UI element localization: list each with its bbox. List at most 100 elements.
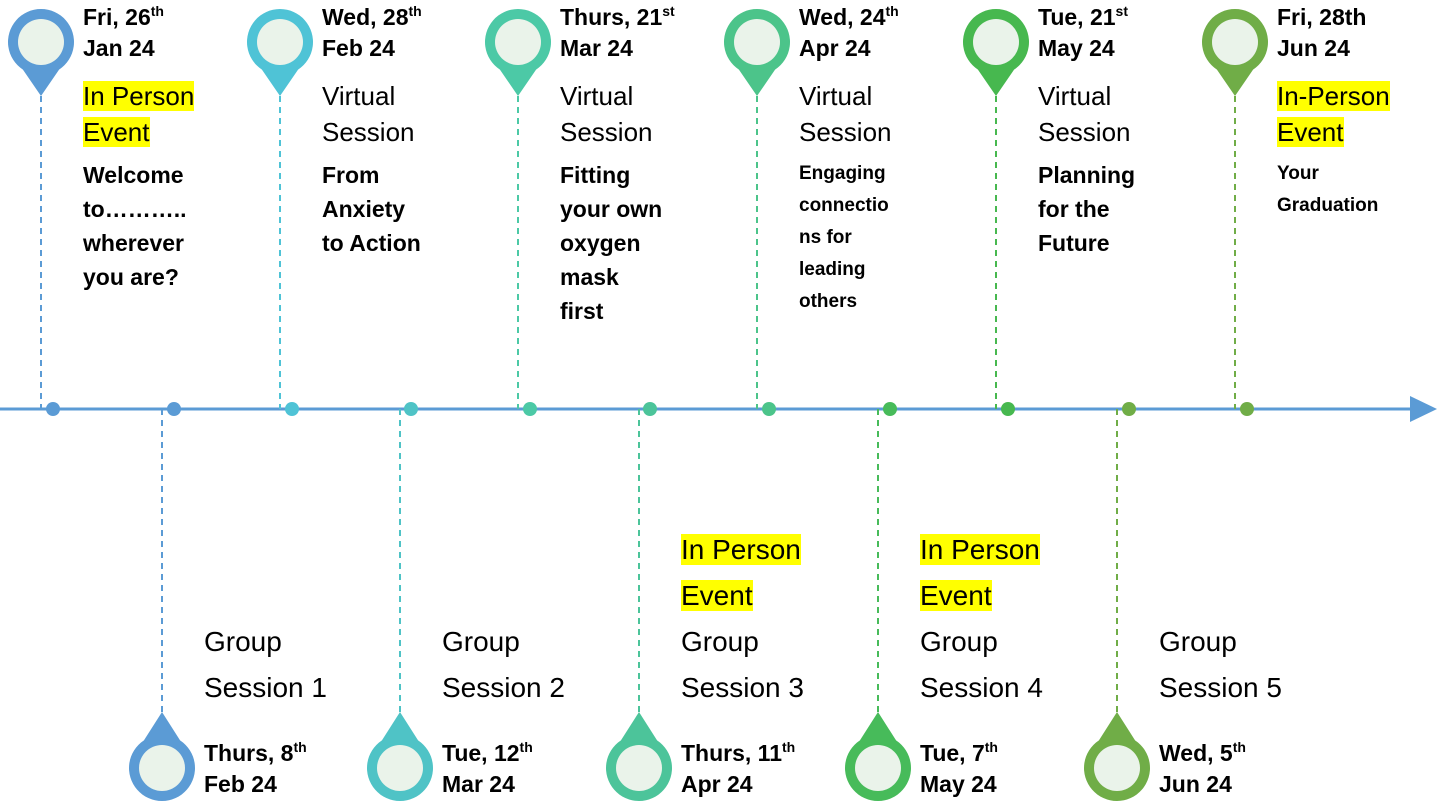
event-type-line: In-Person	[1277, 81, 1390, 111]
event-topic-line: oxygen	[560, 230, 641, 256]
group-session-line: Session 3	[681, 672, 804, 703]
timeline-dot	[883, 402, 897, 416]
event-type-line: Event	[681, 580, 753, 611]
location-pin-inner-icon	[855, 745, 901, 791]
event-topic-line: connectio	[799, 195, 889, 216]
event-date-suffix: st	[1115, 3, 1128, 19]
location-pin-inner-icon	[139, 745, 185, 791]
group-session-line: Group	[681, 626, 759, 657]
event-date-monthyear: Mar 24	[442, 771, 515, 797]
event-topic-line: Engaging	[799, 163, 886, 184]
location-pin-inner-icon	[495, 19, 541, 65]
event-date-suffix: th	[781, 739, 796, 755]
timeline-dot	[167, 402, 181, 416]
event-date-monthyear: Jun 24	[1277, 35, 1350, 61]
event-date-monthyear: Apr 24	[799, 35, 871, 61]
event-date-monthyear: Mar 24	[560, 35, 633, 61]
event-topic-line: Your	[1277, 163, 1319, 184]
event-date-suffix: th	[150, 3, 164, 19]
event-topic-line: wherever	[83, 230, 185, 256]
event-topic-line: Graduation	[1277, 195, 1379, 216]
event-topic-line: for the	[1038, 196, 1110, 222]
event-type-line: Session	[560, 117, 653, 147]
event-type-line: Event	[920, 580, 992, 611]
event-date-day: Thurs, 11	[681, 740, 782, 766]
event-topic-line: mask	[560, 264, 619, 290]
event-topic-line: to………..	[83, 196, 187, 222]
group-session-line: Group	[204, 626, 282, 657]
event-type-line: Virtual	[560, 81, 634, 111]
location-pin-inner-icon	[257, 19, 303, 65]
event-type-line: Event	[83, 117, 150, 147]
event-date-day: Wed, 24	[799, 4, 886, 30]
group-session-line: Group	[1159, 626, 1237, 657]
event-type-line: Session	[799, 117, 892, 147]
event-date-monthyear: Apr 24	[681, 771, 753, 797]
timeline-dot	[46, 402, 60, 416]
timeline-dot	[404, 402, 418, 416]
event-date-monthyear: May 24	[1038, 35, 1115, 61]
timeline-dot	[762, 402, 776, 416]
event-type-line: Session	[322, 117, 415, 147]
event-topic: Welcome to……….. wherever you are?	[83, 158, 194, 294]
event-topic-line: leading	[799, 259, 866, 280]
event-date-monthyear: Jun 24	[1159, 771, 1232, 797]
event-topic-line: Fitting	[560, 162, 631, 188]
location-pin-inner-icon	[973, 19, 1019, 65]
event-date-suffix: th	[1232, 739, 1246, 755]
event-topic-line: ns for	[799, 227, 852, 248]
timeline-dot	[1122, 402, 1136, 416]
event-date-suffix: th	[885, 3, 899, 19]
event-topic-line: Welcome	[83, 162, 184, 188]
event-date-day: Fri, 26	[83, 4, 151, 30]
event-type	[1159, 527, 1359, 619]
timeline-dot	[285, 402, 299, 416]
event-topic-line: From	[322, 162, 380, 188]
event-topic-line: others	[799, 291, 858, 312]
timeline-dot	[1240, 402, 1254, 416]
event-date-day: Thurs, 21	[560, 4, 663, 30]
event-type-line: Virtual	[1038, 81, 1112, 111]
event-date-day: Tue, 7	[920, 740, 985, 766]
group-session-line: Session 1	[204, 672, 327, 703]
timeline-arrow	[1410, 396, 1437, 422]
event-type-line: In Person	[920, 534, 1040, 565]
event-date-day: Tue, 12	[442, 740, 520, 766]
location-pin-inner-icon	[734, 19, 780, 65]
event-date-day: Wed, 5	[1159, 740, 1233, 766]
event-topic-line: you are?	[83, 264, 179, 290]
group-session-line: Session 2	[442, 672, 565, 703]
event-type-line: Virtual	[799, 81, 873, 111]
event-date-suffix: th	[293, 739, 307, 755]
event-date-monthyear: Feb 24	[322, 35, 395, 61]
group-session-line: Session 4	[920, 672, 1043, 703]
event-topic-line: Planning	[1038, 162, 1136, 188]
event-type-line: In Person	[83, 81, 195, 111]
event-date-monthyear: May 24	[920, 771, 997, 797]
